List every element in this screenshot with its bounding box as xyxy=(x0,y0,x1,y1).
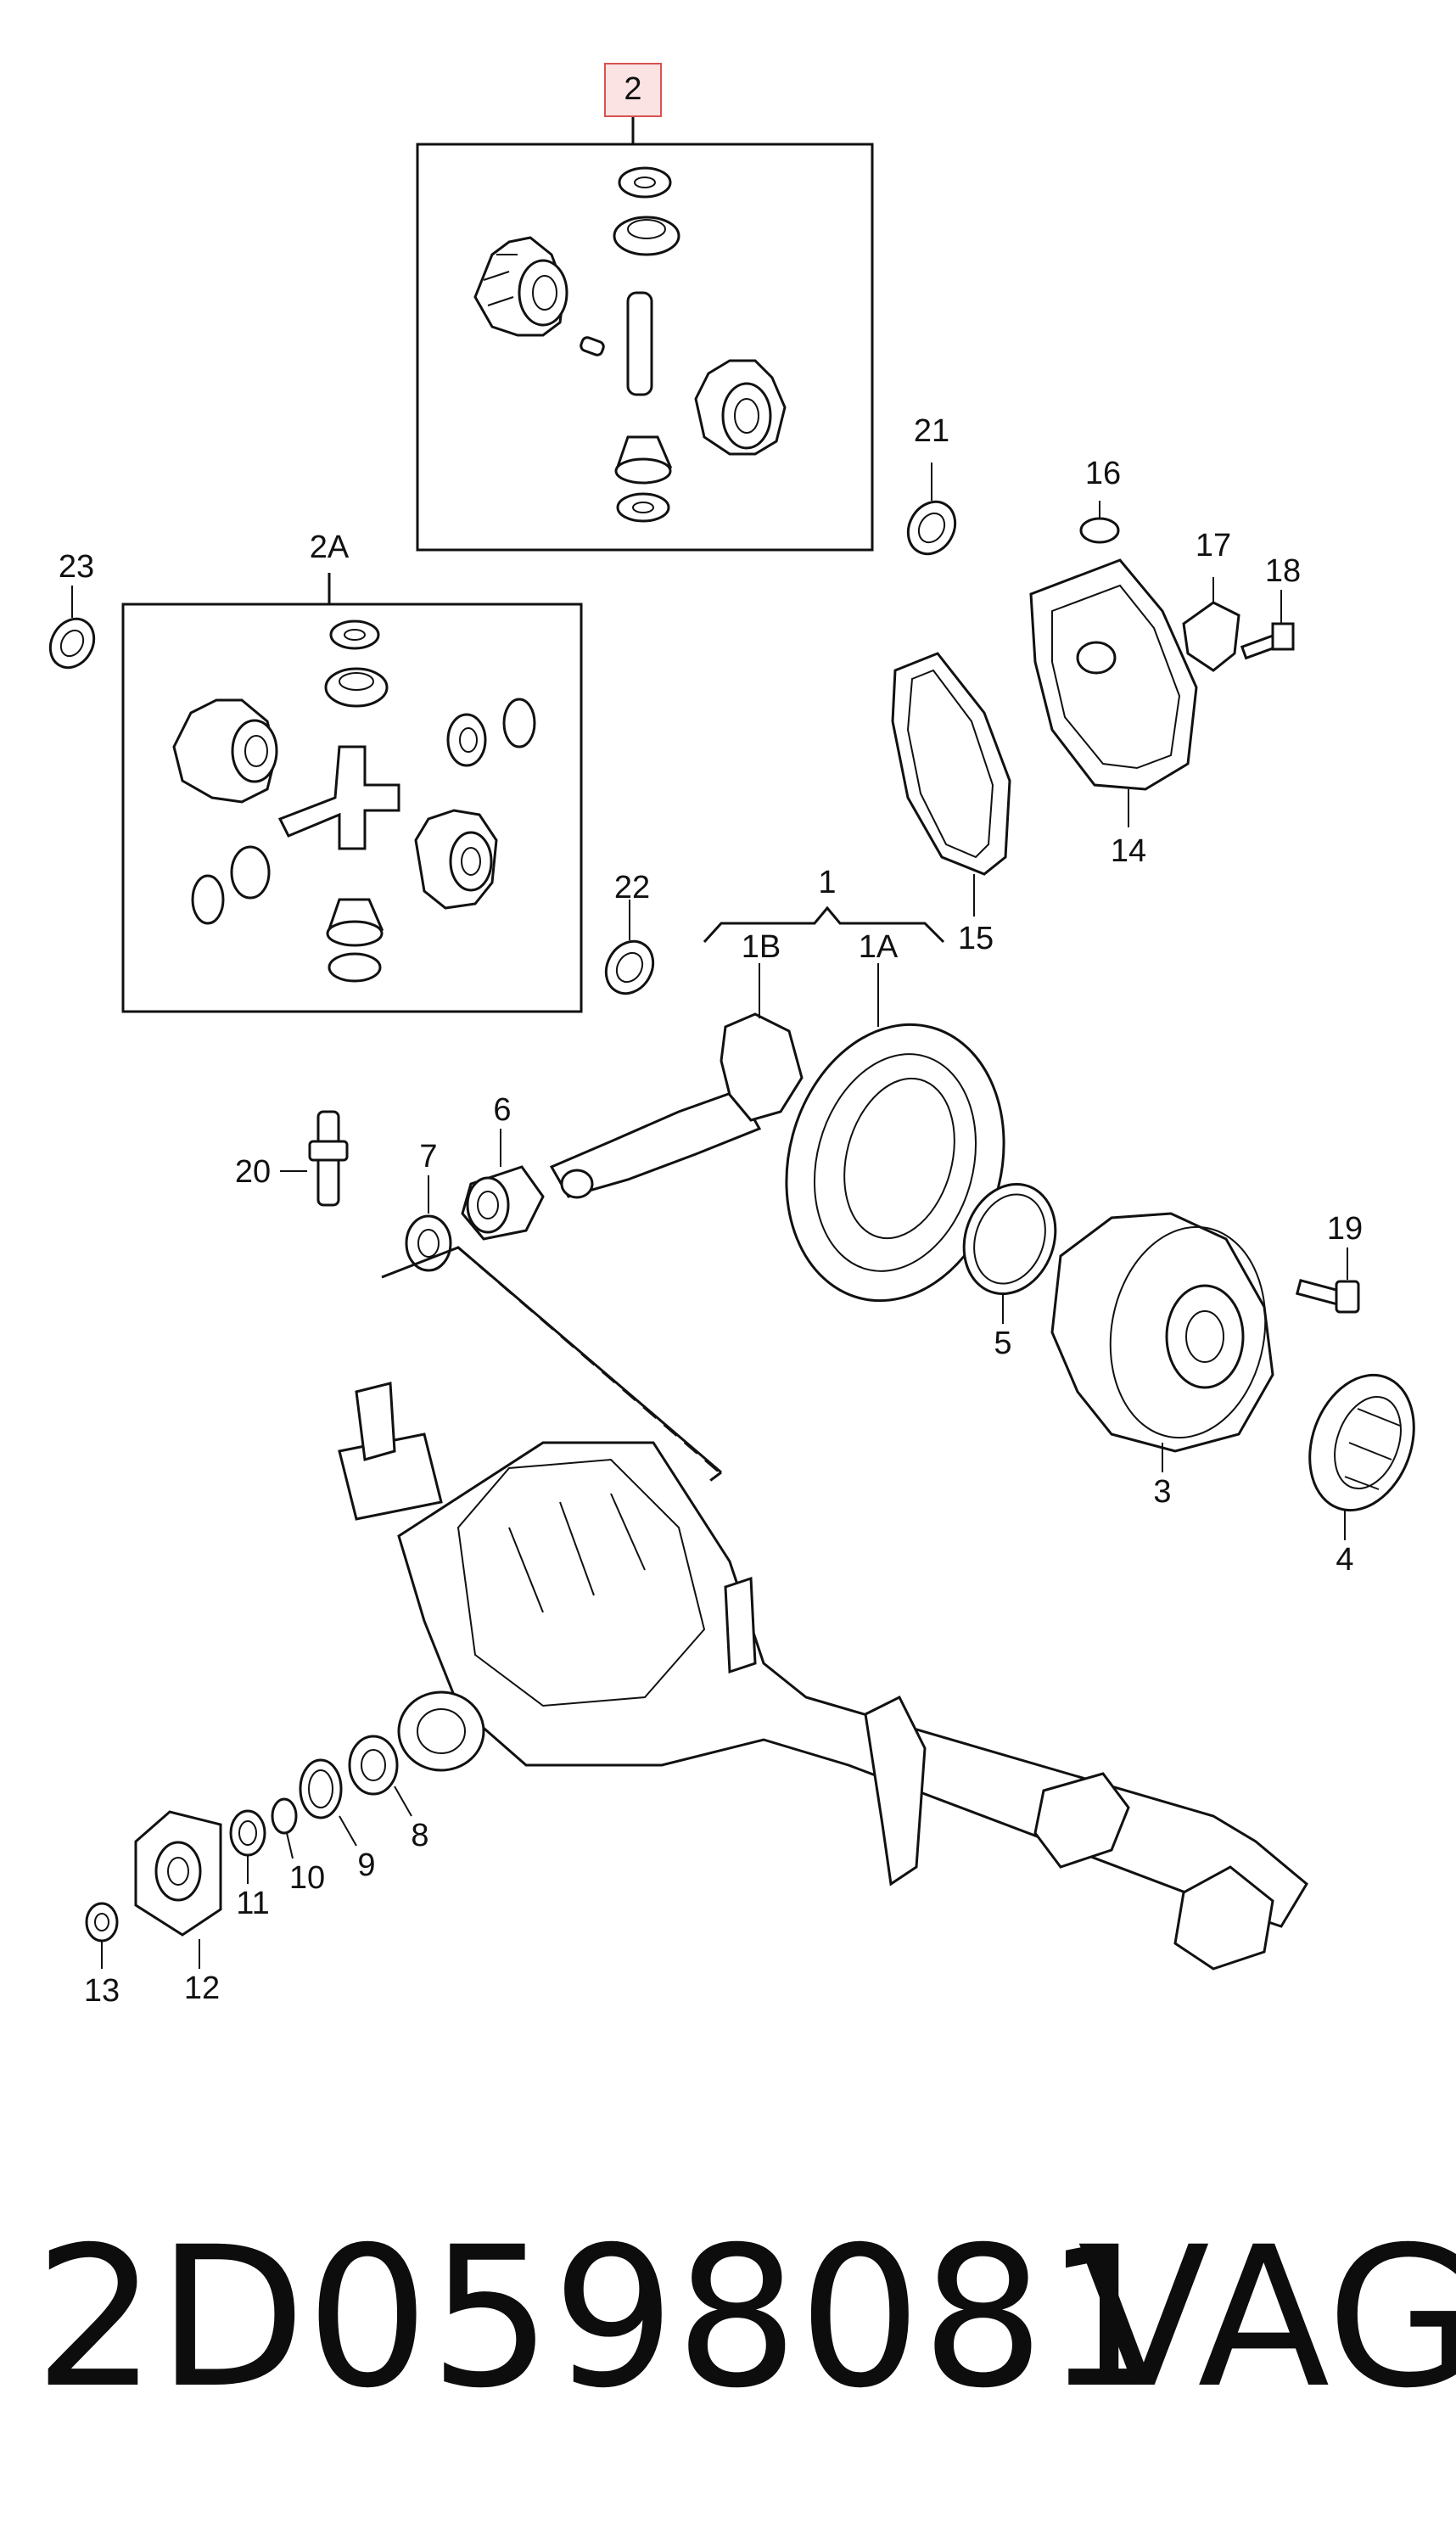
brand-name: VAG xyxy=(1078,2205,1456,2430)
label-17: 17 xyxy=(1196,528,1231,563)
shim-ring-5 xyxy=(962,1182,1057,1324)
label-7: 7 xyxy=(419,1139,437,1174)
axle-flange-parts xyxy=(85,1735,412,1969)
label-4: 4 xyxy=(1336,1542,1353,1578)
label-1a: 1A xyxy=(859,929,899,965)
label-2a: 2A xyxy=(310,530,350,565)
ring-gear xyxy=(785,963,1005,1303)
bearing-6 xyxy=(461,1129,545,1241)
label-9: 9 xyxy=(357,1847,375,1883)
washer-23 xyxy=(48,586,96,670)
bearing-4 xyxy=(1308,1373,1415,1540)
bolt-19 xyxy=(1295,1247,1360,1314)
side-gear-left xyxy=(473,236,568,337)
label-18: 18 xyxy=(1265,553,1301,589)
label-21: 21 xyxy=(914,413,949,449)
group-2-differential-kit xyxy=(416,110,874,552)
label-2: 2 xyxy=(624,71,641,107)
bracket xyxy=(1182,577,1240,672)
differential-housing xyxy=(1050,1212,1274,1472)
label-1b: 1B xyxy=(742,929,781,965)
label-14: 14 xyxy=(1111,833,1146,869)
label-11: 11 xyxy=(236,1886,269,1921)
label-12: 12 xyxy=(184,1971,220,2006)
drive-pinion xyxy=(549,963,804,1199)
label-6: 6 xyxy=(493,1092,511,1128)
ring-pinion-set-bracket xyxy=(703,905,945,944)
highlighted-label-box xyxy=(604,63,662,117)
side-gear-right xyxy=(694,359,787,456)
gasket xyxy=(891,652,1011,917)
label-20: 20 xyxy=(235,1154,271,1190)
label-8: 8 xyxy=(411,1818,428,1853)
label-3: 3 xyxy=(1153,1474,1171,1510)
label-10: 10 xyxy=(289,1860,325,1896)
label-13: 13 xyxy=(84,1973,120,2009)
rear-cover xyxy=(1029,558,1198,827)
label-19: 19 xyxy=(1327,1211,1363,1247)
label-16: 16 xyxy=(1085,456,1121,491)
axle-housing xyxy=(338,1246,1308,1971)
label-22: 22 xyxy=(614,870,650,905)
washer-22 xyxy=(604,900,655,995)
group-2a-differential-kit xyxy=(121,573,583,1013)
label-15: 15 xyxy=(958,921,994,956)
washer-21 xyxy=(906,463,957,556)
part-number: 2D0598081 xyxy=(34,2205,1168,2430)
label-23: 23 xyxy=(59,549,94,585)
label-1: 1 xyxy=(818,865,836,900)
shim-7 xyxy=(405,1175,452,1272)
label-5: 5 xyxy=(994,1326,1011,1361)
breather-valve xyxy=(280,1110,349,1207)
drain-plug xyxy=(1079,501,1120,544)
bolt-18 xyxy=(1240,590,1295,660)
